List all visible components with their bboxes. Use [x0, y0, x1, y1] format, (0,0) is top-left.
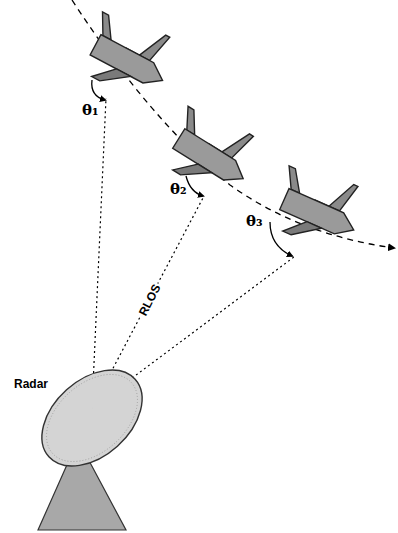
aircraft: [155, 99, 265, 205]
radar-dish: [30, 357, 154, 478]
angle-arc: [186, 176, 203, 196]
aircraft: [264, 157, 371, 257]
radar-dish: [23, 351, 160, 485]
angle-arc: [92, 80, 105, 100]
angle-arc: [270, 222, 292, 256]
angle-label: θ₁: [82, 103, 99, 118]
flight-path: [72, 0, 394, 248]
line-of-sight: [92, 98, 294, 408]
line-label: RLOS: [135, 280, 164, 320]
angle-label: θ₃: [246, 214, 263, 229]
aircraft: [73, 4, 182, 107]
angle-label: θ₂: [170, 182, 187, 197]
radar-label: Radar: [14, 378, 48, 390]
